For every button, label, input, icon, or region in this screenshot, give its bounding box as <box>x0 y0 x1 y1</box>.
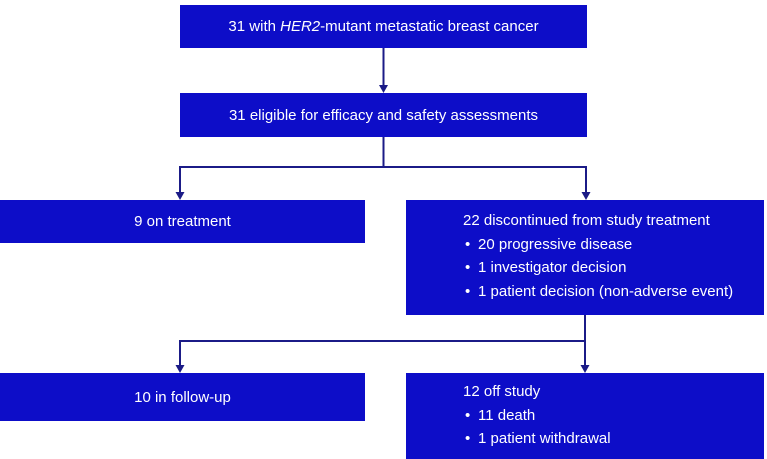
bullet-text: 20 progressive disease <box>478 235 633 253</box>
bullet-text: 1 patient decision (non-adverse event) <box>478 282 734 300</box>
eligible-text: 31 eligible for efficacy and safety asse… <box>228 106 539 124</box>
flow-box-off-study: 12 off study • 11 death • 1 patient with… <box>406 373 764 459</box>
flow-box-discontinued: 22 discontinued from study treatment • 2… <box>406 200 764 315</box>
list-item: • 11 death <box>463 404 756 428</box>
bullet-text: 1 patient withdrawal <box>478 430 611 447</box>
gene-name: HER2 <box>280 18 321 35</box>
list-item: • 1 patient decision (non-adverse event) <box>463 280 756 304</box>
list-item: • 1 investigator decision <box>463 256 756 280</box>
bullet-icon: • <box>465 259 471 276</box>
on-treatment-text: 9 on treatment <box>134 213 231 230</box>
list-item: • 20 progressive disease <box>463 233 756 257</box>
flow-box-enrolled: 31 with HER2-mutant metastatic breast ca… <box>180 5 587 48</box>
follow-up-text: 10 in follow-up <box>134 388 231 406</box>
bullet-icon: • <box>465 282 471 300</box>
bullet-icon: • <box>465 235 471 253</box>
bullet-icon: • <box>465 406 471 424</box>
list-item: • 1 patient withdrawal <box>463 427 756 451</box>
flow-box-eligible: 31 eligible for efficacy and safety asse… <box>180 93 587 137</box>
flow-box-on-treatment: 9 on treatment <box>0 200 365 243</box>
arrow-enrolled-to-eligible <box>379 48 388 93</box>
branch-eligible-to-treatment-split <box>175 137 591 200</box>
discontinued-title: 22 discontinued from study treatment <box>463 212 710 229</box>
branch-discontinued-to-followup-split <box>175 315 590 373</box>
bullet-text: 11 death <box>478 406 536 424</box>
enrolled-text-suffix: -mutant metastatic breast cancer <box>320 18 539 35</box>
off-study-title: 12 off study <box>463 383 541 400</box>
enrolled-text-prefix: 31 with <box>228 18 281 35</box>
flow-box-follow-up: 10 in follow-up <box>0 373 365 421</box>
bullet-text: 1 investigator decision <box>478 259 627 276</box>
enrolled-text: 31 with HER2-mutant metastatic breast ca… <box>228 18 538 35</box>
bullet-icon: • <box>465 430 471 447</box>
